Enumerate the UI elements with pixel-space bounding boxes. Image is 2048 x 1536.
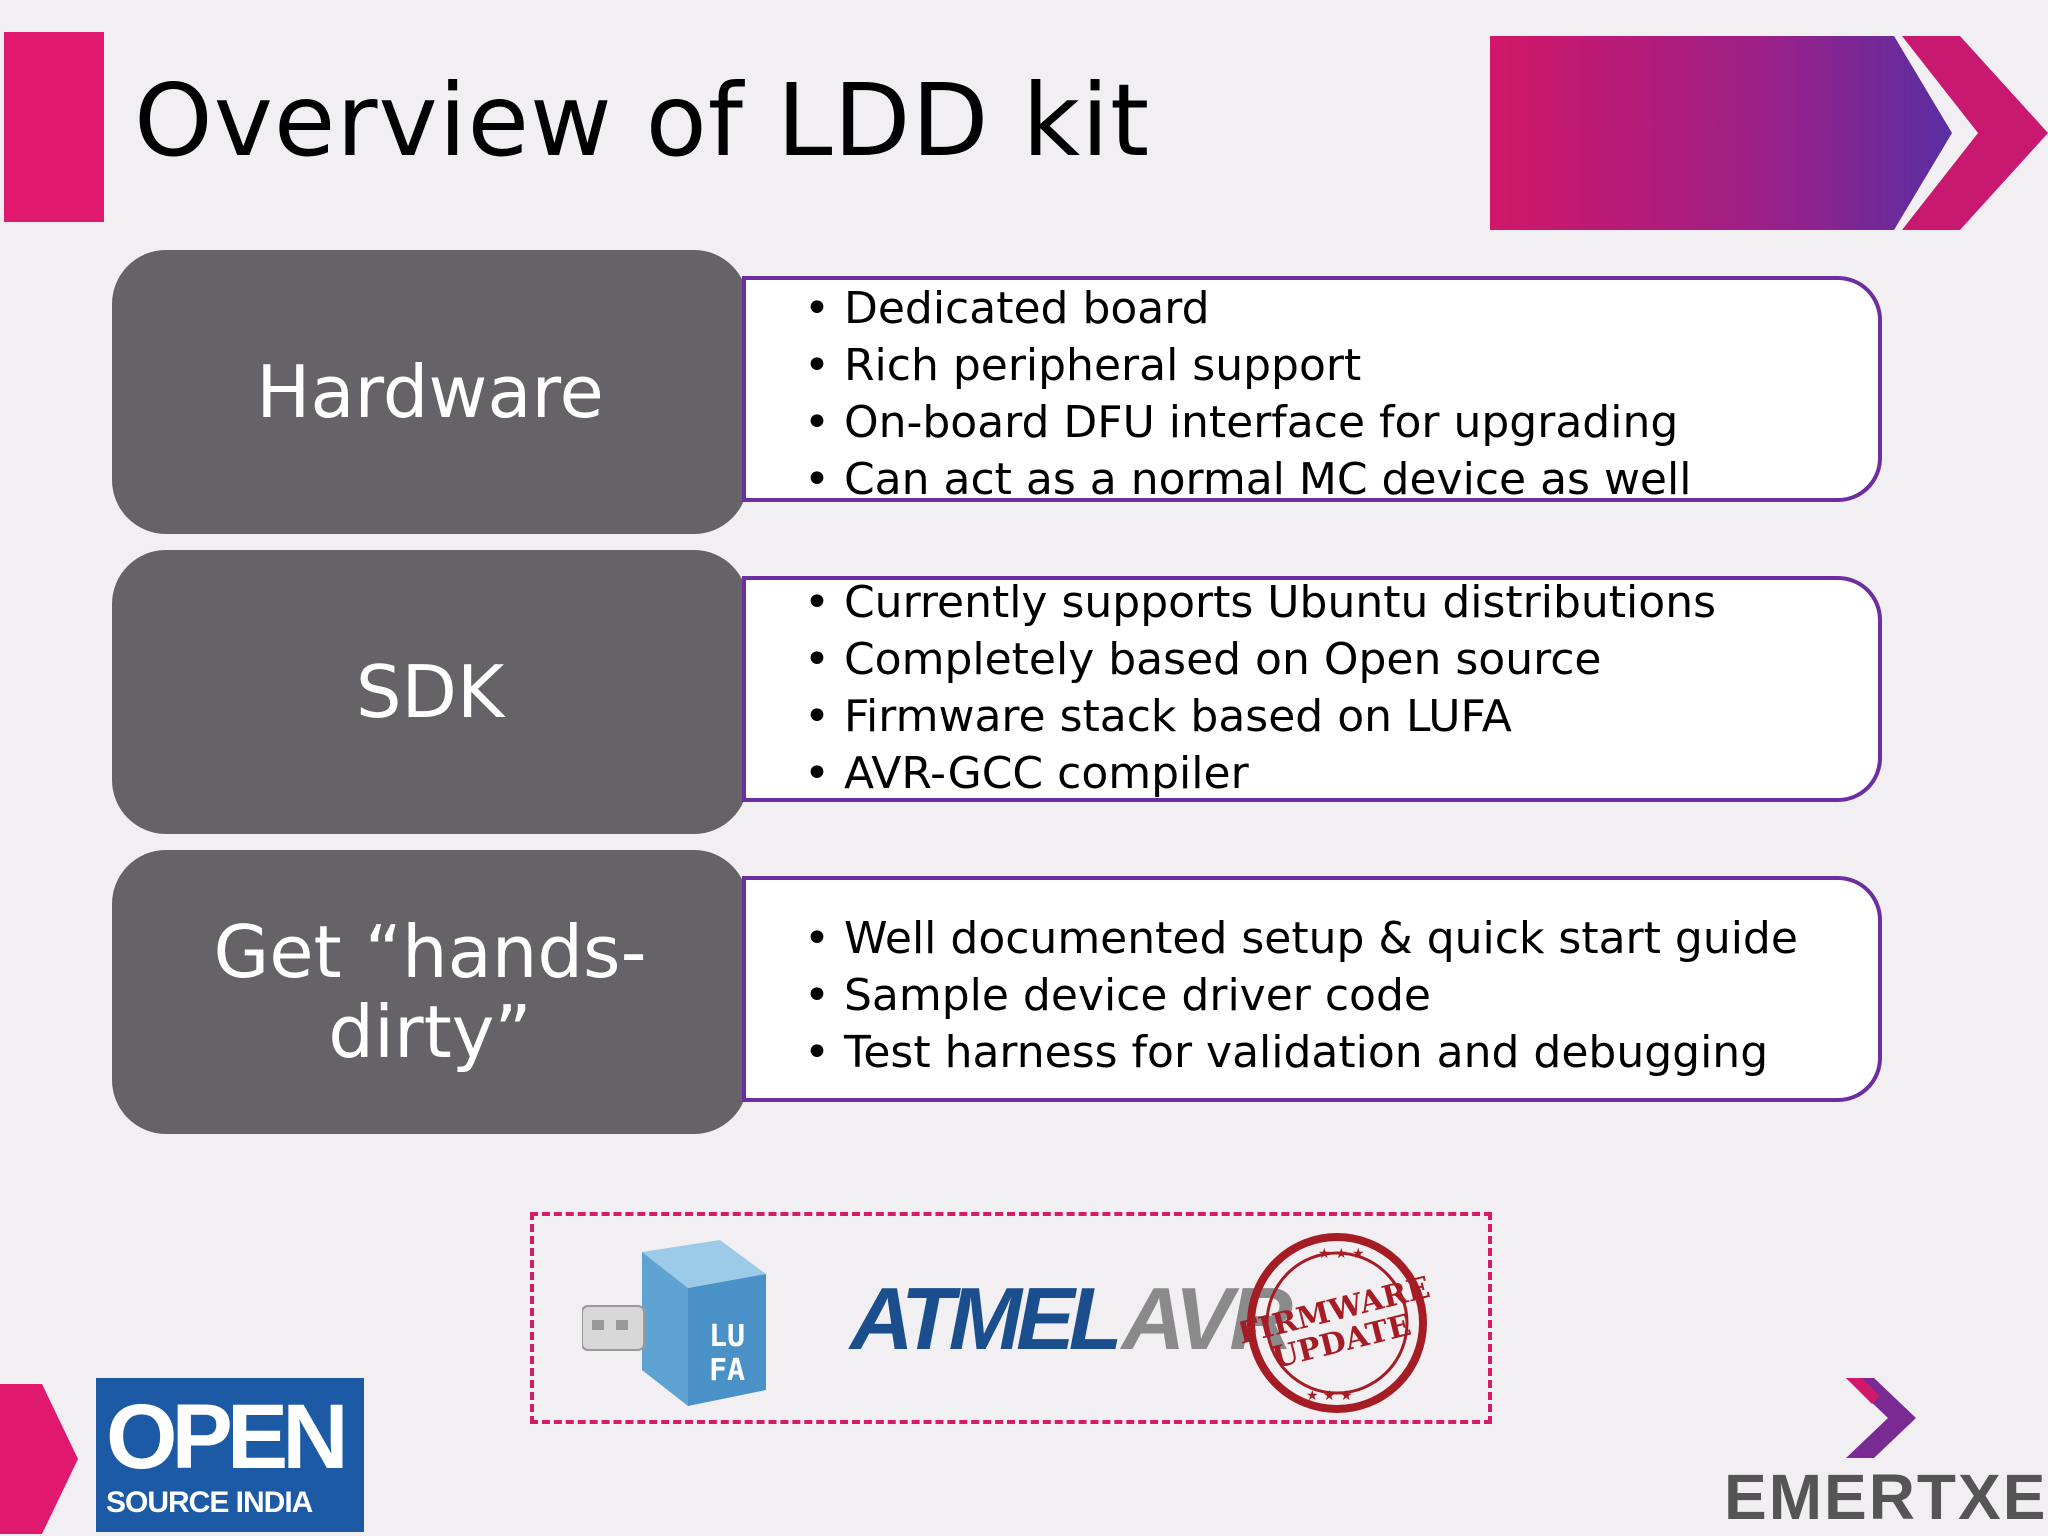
chevron-banner-icon	[1490, 36, 2048, 230]
list-item: Rich peripheral support	[804, 337, 1691, 394]
hardware-label: Hardware	[112, 250, 748, 534]
hardware-details: Dedicated board Rich peripheral support …	[742, 276, 1882, 505]
list-item: Can act as a normal MC device as well	[804, 451, 1692, 508]
list-item: Firmware stack based on LUFA	[804, 688, 1716, 745]
open-source-india-logo: OPEN SOURCE INDIA	[96, 1378, 364, 1532]
list-item: AVR-GCC compiler	[804, 745, 1716, 802]
emertxe-mark-icon	[1846, 1378, 1916, 1458]
firmware-update-stamp-icon: ★ ★ ★ ★ ★ ★ FIRMWARE UPDATE	[1240, 1233, 1433, 1413]
atmel-avr-logo: ATMEL AVR	[850, 1268, 1293, 1370]
pink-arrow-icon	[0, 1384, 78, 1534]
list-item: Currently supports Ubuntu distributions	[804, 574, 1716, 631]
hands-dirty-details: Well documented setup & quick start guid…	[742, 876, 1882, 1102]
sdk-label-text: SDK	[355, 650, 505, 734]
list-item: Test harness for validation and debuggin…	[804, 1024, 1798, 1081]
slide-title: Overview of LDD kit	[134, 62, 1151, 179]
lufa-text-2: FA	[709, 1353, 745, 1388]
title-accent-bar	[4, 32, 104, 222]
avr-text: AVR	[1121, 1269, 1293, 1368]
svg-text:★ ★ ★: ★ ★ ★	[1306, 1388, 1353, 1404]
list-item: Sample device driver code	[804, 967, 1798, 1024]
sdk-label: SDK	[112, 550, 748, 834]
svg-text:★ ★ ★: ★ ★ ★	[1318, 1246, 1365, 1262]
list-item: Well documented setup & quick start guid…	[804, 910, 1798, 967]
list-item: Dedicated board	[804, 280, 1691, 337]
sdk-details: Currently supports Ubuntu distributions …	[742, 576, 1882, 802]
list-item: Completely based on Open source	[804, 631, 1716, 688]
emertxe-logo-text: EMERTXE	[1724, 1461, 2048, 1533]
hands-dirty-label-line-2: dirty”	[328, 990, 532, 1074]
atmel-text: ATMEL	[850, 1269, 1123, 1368]
osi-open-text: OPEN	[106, 1386, 349, 1488]
hands-dirty-label-line-1: Get “hands-	[213, 910, 647, 994]
lufa-logo-icon: LU FA	[582, 1240, 766, 1406]
logo-strip: LU FA ATMEL AVR ★ ★ ★ ★ ★ ★ FIRMWARE UPD…	[530, 1212, 1492, 1424]
list-item: On-board DFU interface for upgrading	[804, 394, 1691, 451]
hardware-label-text: Hardware	[256, 350, 604, 434]
osi-sub-text: SOURCE INDIA	[106, 1486, 313, 1519]
lufa-text-1: LU	[709, 1319, 745, 1354]
hands-dirty-label: Get “hands- dirty”	[112, 850, 748, 1134]
